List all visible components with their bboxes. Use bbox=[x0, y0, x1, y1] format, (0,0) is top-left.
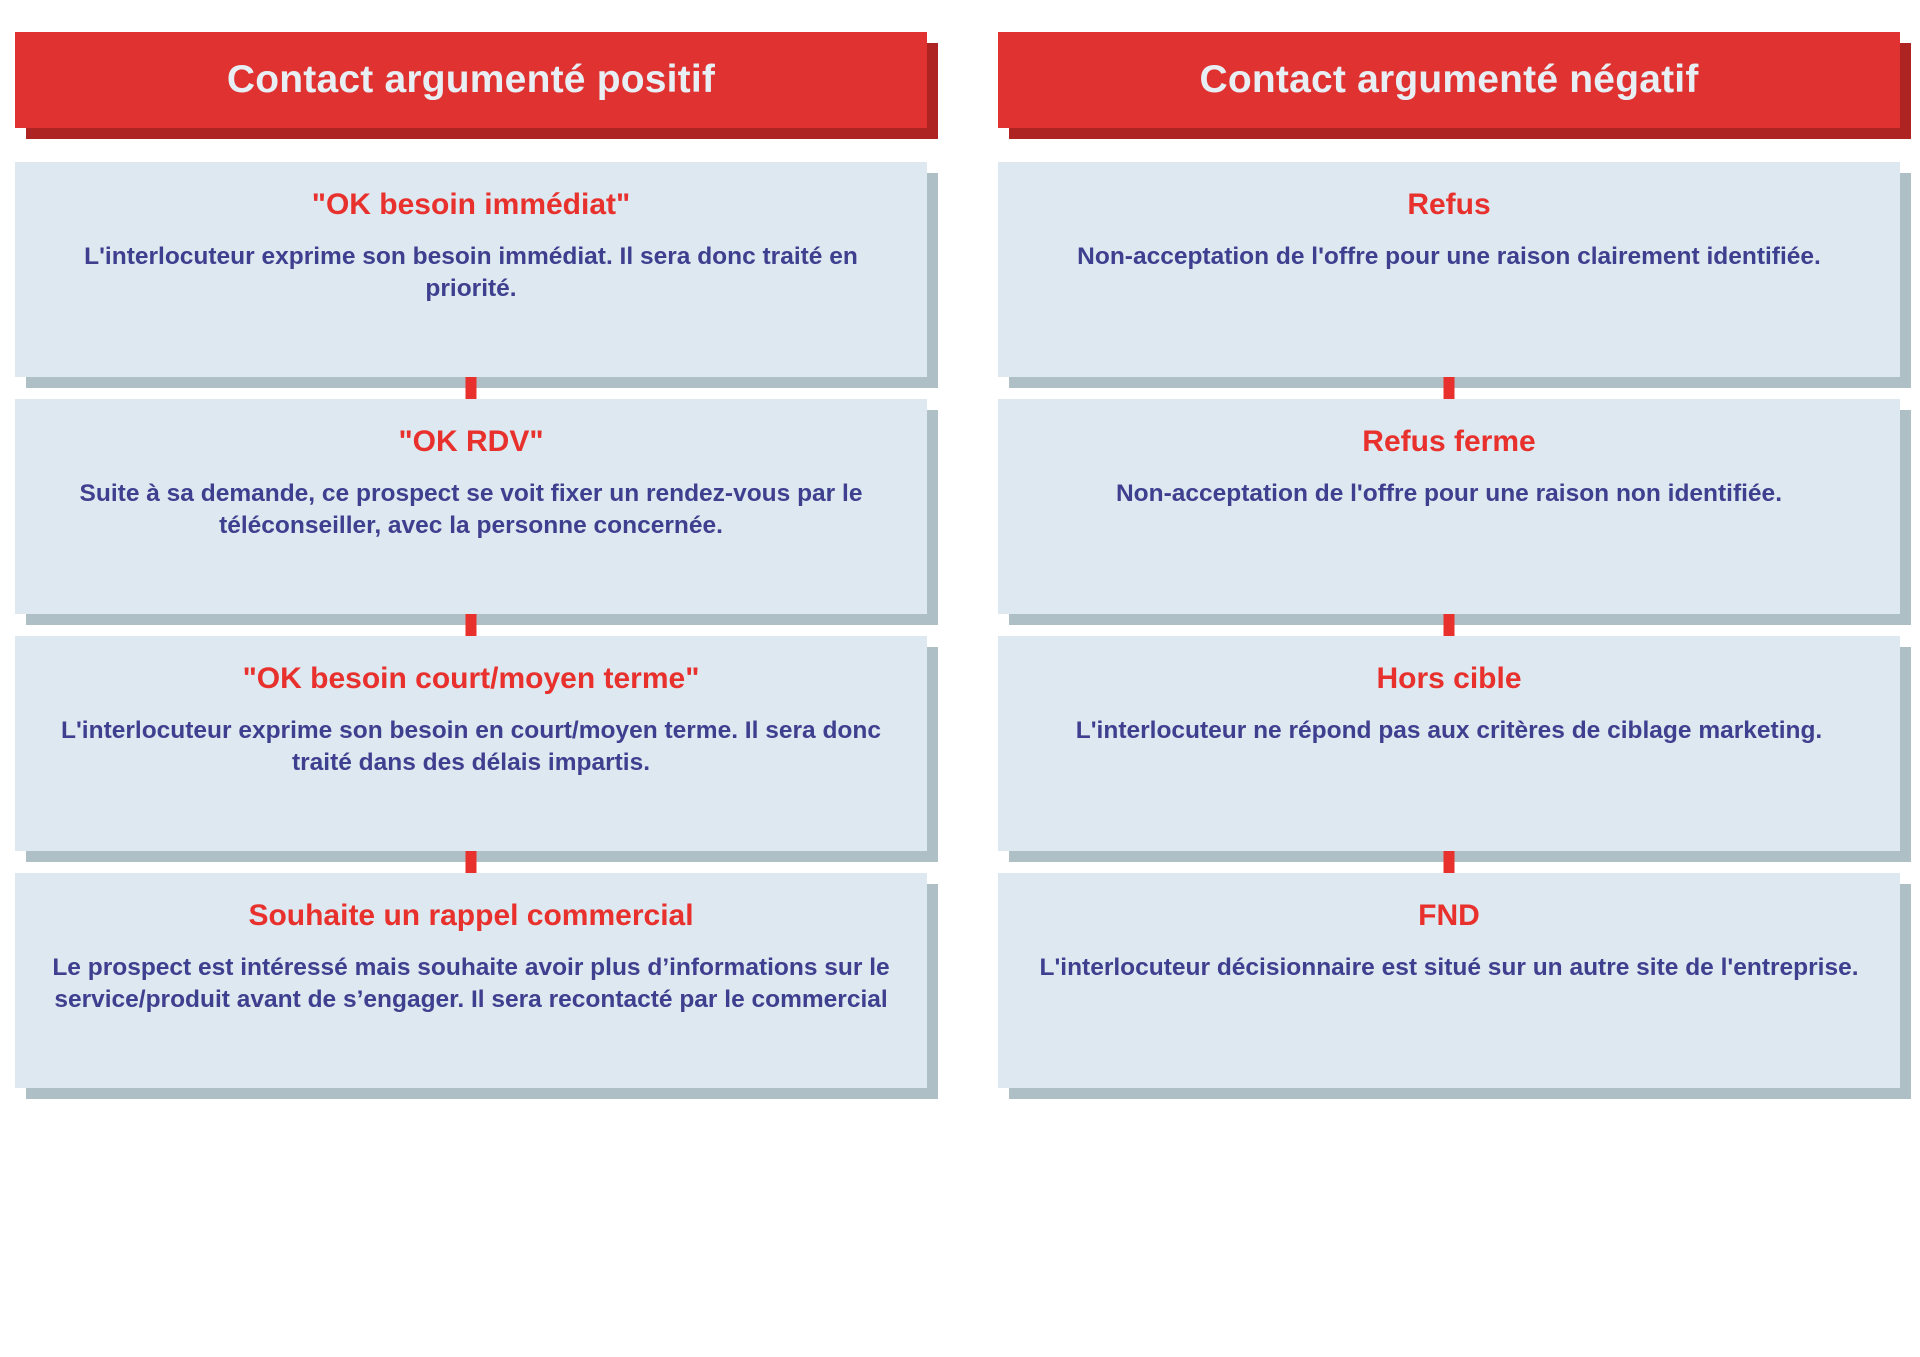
card-body: Non-acceptation de l'offre pour une rais… bbox=[1077, 242, 1821, 270]
header-bar: Contact argumenté positif bbox=[15, 32, 927, 128]
connector-2 bbox=[15, 614, 927, 636]
card-face: Refus ferme Non-acceptation de l'offre p… bbox=[998, 399, 1900, 614]
card-face: Refus Non-acceptation de l'offre pour un… bbox=[998, 162, 1900, 377]
connector-bar-icon bbox=[1443, 851, 1455, 873]
card-slot: Hors cible L'interlocuteur ne répond pas… bbox=[998, 636, 1911, 862]
column-header-negative: Contact argumenté négatif bbox=[998, 32, 1911, 139]
card-positive-1[interactable]: "OK besoin immédiat" L'interlocuteur exp… bbox=[15, 162, 938, 388]
connector-2 bbox=[998, 614, 1900, 636]
connector-3 bbox=[998, 851, 1900, 873]
connector-1 bbox=[15, 377, 927, 399]
card-title: FND bbox=[1418, 899, 1480, 932]
card-negative-2[interactable]: Refus ferme Non-acceptation de l'offre p… bbox=[998, 399, 1911, 625]
card-body: Suite à sa demande, ce prospect se voit … bbox=[79, 479, 863, 540]
header-bar: Contact argumenté négatif bbox=[998, 32, 1900, 128]
card-slot: "OK RDV" Suite à sa demande, ce prospect… bbox=[15, 399, 938, 625]
card-body: L'interlocuteur ne répond pas aux critèr… bbox=[1075, 716, 1823, 744]
column-header-positive: Contact argumenté positif bbox=[15, 32, 938, 139]
card-title: "OK RDV" bbox=[398, 425, 544, 458]
card-face: "OK besoin immédiat" L'interlocuteur exp… bbox=[15, 162, 927, 377]
connector-bar-icon bbox=[465, 851, 477, 873]
card-negative-4[interactable]: FND L'interlocuteur décisionnaire est si… bbox=[998, 873, 1911, 1099]
card-slot: Refus ferme Non-acceptation de l'offre p… bbox=[998, 399, 1911, 625]
card-face: "OK besoin court/moyen terme" L'interloc… bbox=[15, 636, 927, 851]
card-positive-2[interactable]: "OK RDV" Suite à sa demande, ce prospect… bbox=[15, 399, 938, 625]
connector-1 bbox=[998, 377, 1900, 399]
card-title: "OK besoin immédiat" bbox=[311, 188, 631, 221]
connector-bar-icon bbox=[465, 614, 477, 636]
card-slot: "OK besoin court/moyen terme" L'interloc… bbox=[15, 636, 938, 862]
card-slot: Refus Non-acceptation de l'offre pour un… bbox=[998, 162, 1911, 388]
card-face: "OK RDV" Suite à sa demande, ce prospect… bbox=[15, 399, 927, 614]
card-list-negative: Refus Non-acceptation de l'offre pour un… bbox=[998, 162, 1911, 1099]
card-face: Hors cible L'interlocuteur ne répond pas… bbox=[998, 636, 1900, 851]
column-header-title: Contact argumenté positif bbox=[226, 57, 716, 101]
connector-3 bbox=[15, 851, 927, 873]
card-slot: Souhaite un rappel commercial Le prospec… bbox=[15, 873, 938, 1099]
card-body: L'interlocuteur décisionnaire est situé … bbox=[1039, 953, 1859, 981]
card-body: Le prospect est intéressé mais souhaite … bbox=[52, 953, 890, 1014]
card-title: Souhaite un rappel commercial bbox=[248, 899, 694, 932]
card-slot: "OK besoin immédiat" L'interlocuteur exp… bbox=[15, 162, 938, 388]
column-contact-argumente-negatif: Contact argumenté négatif Refus Non-acce… bbox=[998, 0, 1911, 1099]
card-slot: FND L'interlocuteur décisionnaire est si… bbox=[998, 873, 1911, 1099]
card-face: Souhaite un rappel commercial Le prospec… bbox=[15, 873, 927, 1088]
card-title: Hors cible bbox=[1376, 662, 1522, 695]
card-title: Refus ferme bbox=[1362, 425, 1536, 458]
card-body: L'interlocuteur exprime son besoin en co… bbox=[61, 716, 881, 777]
card-positive-3[interactable]: "OK besoin court/moyen terme" L'interloc… bbox=[15, 636, 938, 862]
card-negative-3[interactable]: Hors cible L'interlocuteur ne répond pas… bbox=[998, 636, 1911, 862]
card-body: L'interlocuteur exprime son besoin imméd… bbox=[84, 242, 858, 303]
column-contact-argumente-positif: Contact argumenté positif "OK besoin imm… bbox=[15, 0, 938, 1099]
card-title: "OK besoin court/moyen terme" bbox=[242, 662, 700, 695]
connector-bar-icon bbox=[1443, 614, 1455, 636]
connector-bar-icon bbox=[465, 377, 477, 399]
card-face: FND L'interlocuteur décisionnaire est si… bbox=[998, 873, 1900, 1088]
card-body: Non-acceptation de l'offre pour une rais… bbox=[1115, 479, 1782, 507]
card-list-positive: "OK besoin immédiat" L'interlocuteur exp… bbox=[15, 162, 938, 1099]
card-positive-4[interactable]: Souhaite un rappel commercial Le prospec… bbox=[15, 873, 938, 1099]
connector-bar-icon bbox=[1443, 377, 1455, 399]
card-title: Refus bbox=[1407, 188, 1491, 221]
card-negative-1[interactable]: Refus Non-acceptation de l'offre pour un… bbox=[998, 162, 1911, 388]
column-header-title: Contact argumenté négatif bbox=[1199, 57, 1699, 101]
